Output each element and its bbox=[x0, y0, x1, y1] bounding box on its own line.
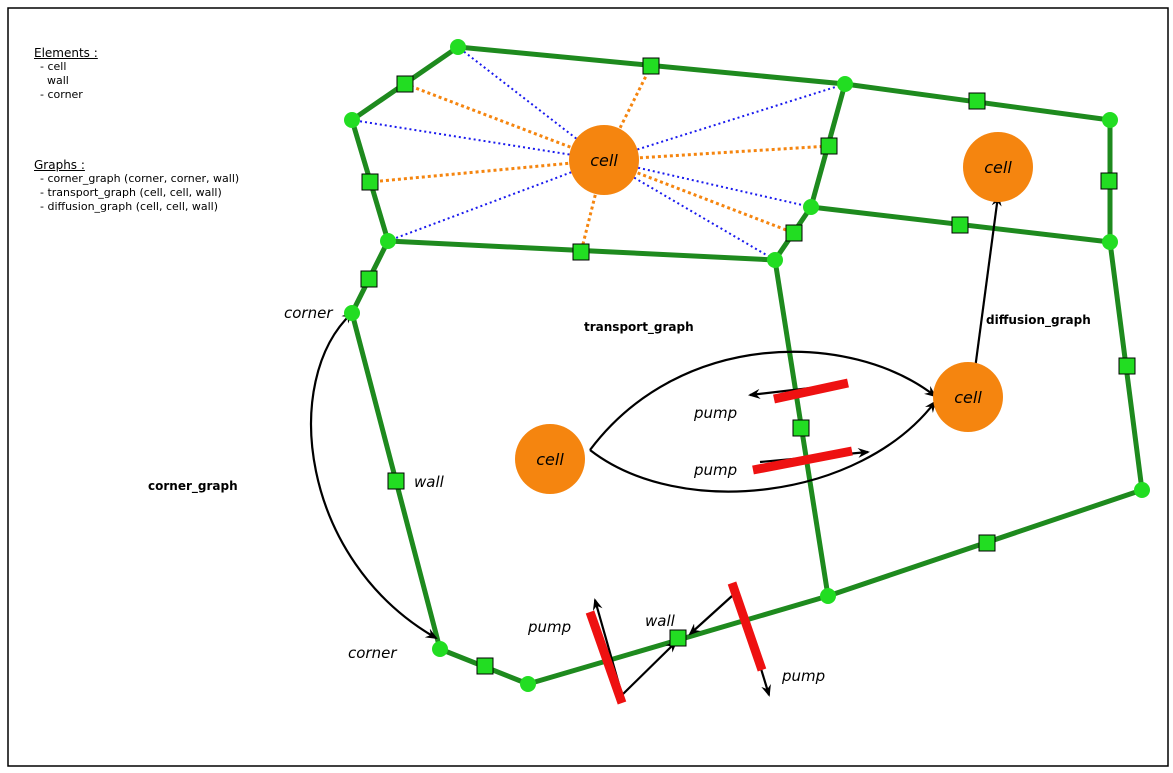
wall-link-line bbox=[603, 158, 795, 235]
legend-elements: Elements : - cell wall - corner bbox=[34, 46, 98, 102]
corner-link-line bbox=[603, 159, 812, 208]
graph-arrow bbox=[688, 595, 733, 636]
cell-circle bbox=[515, 424, 585, 494]
wall-node bbox=[642, 57, 660, 75]
graphs-header: Graphs : bbox=[34, 158, 85, 172]
graph-item-diffusion: - diffusion_graph (cell, cell, wall) bbox=[40, 200, 219, 213]
cell-label: cell bbox=[590, 151, 618, 170]
wall-node bbox=[1100, 172, 1118, 190]
pump-bar bbox=[727, 581, 767, 672]
graph-arrow bbox=[309, 311, 438, 639]
cell-label: cell bbox=[954, 388, 982, 407]
corner-node bbox=[1134, 482, 1150, 498]
graph-arrow bbox=[589, 350, 937, 451]
cell-label: cell bbox=[536, 450, 564, 469]
graph-arrow bbox=[589, 400, 937, 493]
corner-node bbox=[520, 676, 536, 692]
corner-node bbox=[344, 305, 360, 321]
corner-label-top: corner bbox=[284, 304, 333, 322]
element-item-wall: wall bbox=[40, 74, 69, 87]
wall-node bbox=[978, 534, 996, 552]
pump-bars bbox=[585, 378, 853, 705]
corner-link-line bbox=[387, 159, 605, 242]
corner-link-line bbox=[603, 159, 776, 261]
corner-node bbox=[767, 252, 783, 268]
wall-node bbox=[572, 243, 590, 261]
transport-graph-label: transport_graph bbox=[584, 320, 694, 335]
cell-circle bbox=[933, 362, 1003, 432]
wall-edges bbox=[349, 44, 1145, 687]
cell-label: cell bbox=[984, 158, 1012, 177]
wall-node bbox=[360, 270, 378, 288]
corner-node bbox=[820, 588, 836, 604]
corner-node bbox=[1102, 112, 1118, 128]
corner-link-line bbox=[351, 119, 605, 161]
wall-node bbox=[968, 92, 986, 110]
graph-item-corner: - corner_graph (corner, corner, wall) bbox=[40, 172, 240, 185]
wall-node bbox=[951, 216, 969, 234]
wall-link-line bbox=[579, 159, 606, 253]
wall-node bbox=[1118, 357, 1136, 375]
pump-bar bbox=[752, 446, 853, 475]
corner-node bbox=[1102, 234, 1118, 250]
corner-node bbox=[837, 76, 853, 92]
wall-node bbox=[387, 472, 405, 490]
corner-link-line bbox=[603, 83, 846, 161]
wall-node bbox=[396, 75, 414, 93]
wall-node bbox=[361, 173, 379, 191]
wall-node bbox=[785, 224, 803, 242]
diffusion-graph-label: diffusion_graph bbox=[986, 313, 1091, 328]
wall-label-left: wall bbox=[414, 473, 445, 491]
elements-header: Elements : bbox=[34, 46, 98, 60]
wall-node bbox=[669, 629, 687, 647]
pump-label-1: pump bbox=[693, 404, 737, 422]
wall-node bbox=[792, 419, 810, 437]
wall-node bbox=[476, 657, 494, 675]
pump-label-2: pump bbox=[693, 461, 737, 479]
graph-arrow bbox=[969, 194, 1002, 386]
corner-nodes bbox=[344, 39, 1150, 692]
wall-node bbox=[820, 137, 838, 155]
cell-circle bbox=[569, 125, 639, 195]
pump-label-4: pump bbox=[781, 667, 825, 685]
corner-node bbox=[344, 112, 360, 128]
outer-border bbox=[7, 7, 1169, 767]
wall-label-bottom: wall bbox=[645, 612, 676, 630]
wall-link-line bbox=[603, 144, 830, 162]
element-item-corner: - corner bbox=[40, 88, 83, 101]
wall-link-line bbox=[369, 158, 605, 184]
corner-node bbox=[803, 199, 819, 215]
pump-label-3: pump bbox=[527, 618, 571, 636]
pump-bar bbox=[773, 378, 849, 404]
graph-item-transport: - transport_graph (cell, cell, wall) bbox=[40, 186, 222, 199]
corner-node bbox=[380, 233, 396, 249]
corner-graph-label: corner_graph bbox=[148, 479, 238, 494]
graph-arrow bbox=[621, 640, 678, 696]
cell-nodes: cell cell cell cell bbox=[515, 125, 1033, 494]
cell-circle bbox=[963, 132, 1033, 202]
pump-bar bbox=[585, 610, 627, 705]
wall-nodes bbox=[360, 57, 1136, 675]
corner-label-bottom: corner bbox=[348, 644, 397, 662]
corner-node bbox=[450, 39, 466, 55]
legend-graphs: Graphs : - corner_graph (corner, corner,… bbox=[34, 158, 239, 214]
corner-node bbox=[432, 641, 448, 657]
element-item-cell: - cell bbox=[40, 60, 67, 73]
